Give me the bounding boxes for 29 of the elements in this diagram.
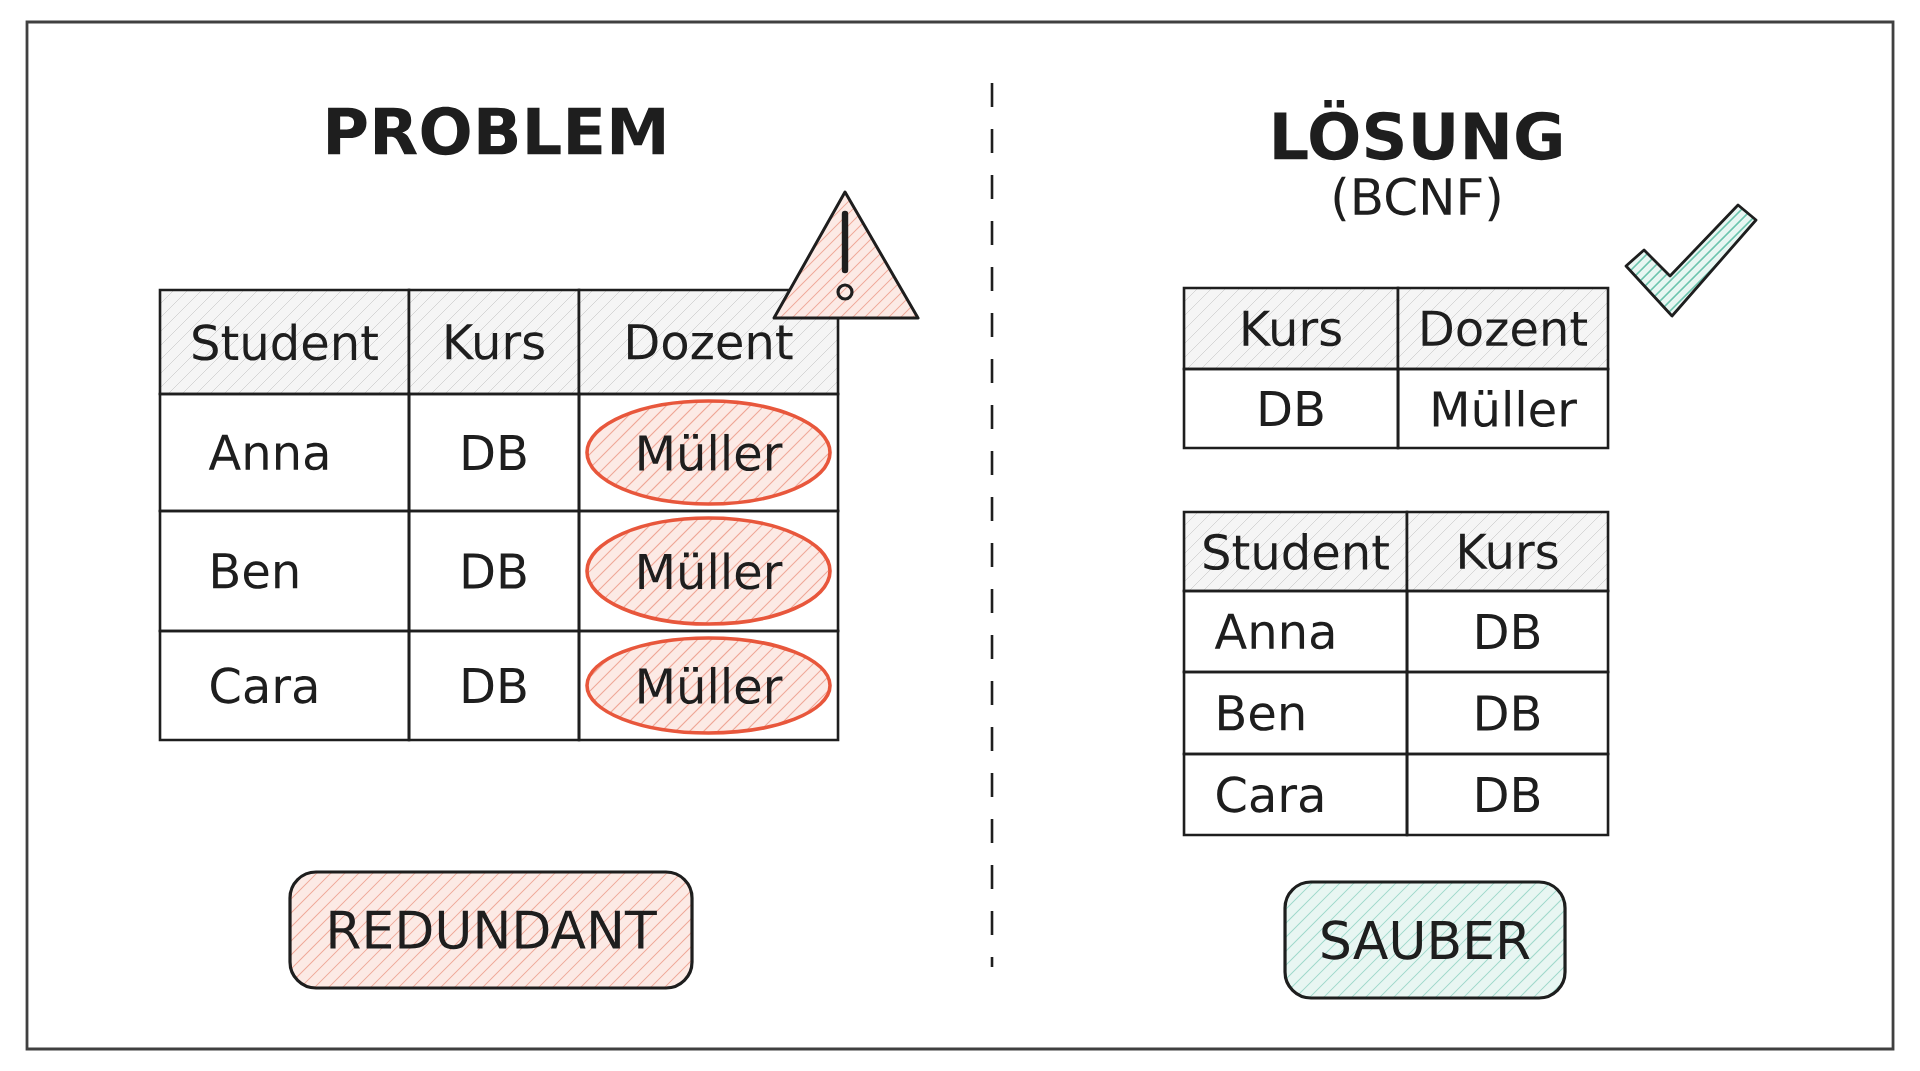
table-cell: DB bbox=[407, 392, 581, 513]
table-header-cell: Student bbox=[158, 288, 411, 396]
subheading: (BCNF) bbox=[1334, 176, 1500, 222]
table-cell: Cara bbox=[1182, 752, 1409, 837]
section-heading: LÖSUNG bbox=[1274, 99, 1561, 161]
table-cell: DB bbox=[1405, 752, 1610, 837]
table-cell: Müller bbox=[577, 392, 840, 513]
status-badge: SAUBER bbox=[1283, 880, 1567, 1000]
table-cell: Ben bbox=[1182, 670, 1409, 756]
table-header-cell: Kurs bbox=[407, 288, 581, 396]
table-cell: Ben bbox=[158, 509, 411, 633]
table-cell: DB bbox=[407, 509, 581, 633]
table-cell: Müller bbox=[1396, 367, 1610, 450]
table-cell: DB bbox=[1405, 589, 1610, 674]
status-badge: REDUNDANT bbox=[288, 870, 694, 990]
table-header-cell: Student bbox=[1182, 510, 1409, 593]
section-heading: PROBLEM bbox=[328, 106, 664, 156]
table-header-cell: Kurs bbox=[1182, 286, 1400, 371]
table-cell: Cara bbox=[158, 629, 411, 742]
table-header-cell: Dozent bbox=[577, 288, 840, 396]
table-cell: Anna bbox=[158, 392, 411, 513]
table-cell: Anna bbox=[1182, 589, 1409, 674]
table-cell: DB bbox=[407, 629, 581, 742]
table-cell: Müller bbox=[577, 509, 840, 633]
table-cell: DB bbox=[1182, 367, 1400, 450]
table-cell: DB bbox=[1405, 670, 1610, 756]
table-cell: Müller bbox=[577, 629, 840, 742]
table-header-cell: Dozent bbox=[1396, 286, 1610, 371]
table-header-cell: Kurs bbox=[1405, 510, 1610, 593]
